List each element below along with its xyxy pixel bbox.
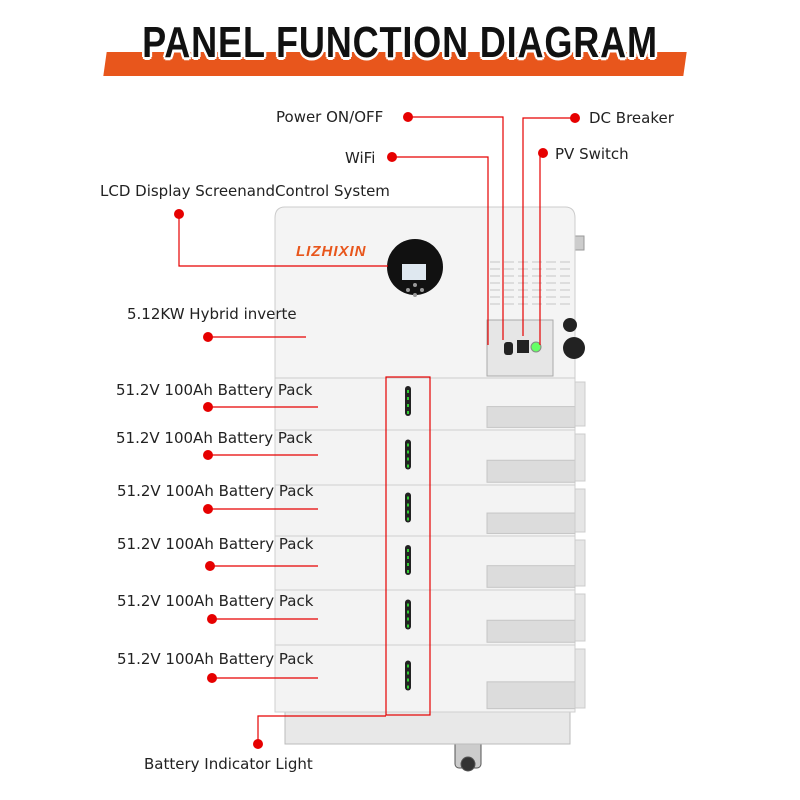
label-inverter: 5.12KW Hybrid inverte bbox=[127, 305, 297, 323]
battery-indicator-light bbox=[405, 545, 411, 575]
base-frame bbox=[284, 711, 571, 745]
label-battery-indicator: Battery Indicator Light bbox=[144, 755, 313, 773]
label-dc-breaker: DC Breaker bbox=[589, 109, 674, 127]
callout-lines bbox=[178, 116, 575, 744]
inverter-unit bbox=[274, 206, 585, 379]
pv-switch bbox=[530, 341, 542, 353]
label-wifi: WiFi bbox=[345, 149, 376, 167]
battery-indicator-light bbox=[405, 386, 411, 416]
battery-indicator-light bbox=[405, 660, 411, 691]
label-lcd: LCD Display ScreenandControl System bbox=[100, 182, 390, 200]
battery-module bbox=[274, 589, 586, 646]
power-switch bbox=[504, 342, 513, 355]
label-pv-switch: PV Switch bbox=[555, 145, 629, 163]
label-power: Power ON/OFF bbox=[276, 108, 384, 126]
battery-module bbox=[274, 535, 586, 591]
page-title: PANEL FUNCTION DIAGRAM bbox=[142, 18, 658, 67]
battery-module bbox=[274, 429, 586, 486]
label-battery-pack: 51.2V 100Ah Battery Pack bbox=[117, 592, 314, 610]
label-battery-pack: 51.2V 100Ah Battery Pack bbox=[117, 535, 314, 553]
battery-module bbox=[274, 377, 586, 431]
battery-indicator-box bbox=[385, 376, 431, 716]
battery-indicator-light bbox=[405, 492, 411, 523]
label-battery-pack: 51.2V 100Ah Battery Pack bbox=[116, 429, 313, 447]
label-battery-pack: 51.2V 100Ah Battery Pack bbox=[117, 650, 314, 668]
label-battery-pack: 51.2V 100Ah Battery Pack bbox=[116, 381, 313, 399]
dc-breaker bbox=[517, 340, 529, 353]
label-battery-pack: 51.2V 100Ah Battery Pack bbox=[117, 482, 314, 500]
battery-module bbox=[274, 644, 586, 713]
battery-indicator-light bbox=[405, 599, 411, 630]
battery-module bbox=[274, 484, 586, 537]
battery-indicator-light bbox=[405, 439, 411, 470]
battery-modules bbox=[274, 377, 586, 713]
callout-dots bbox=[174, 112, 580, 749]
brand-logo: LIZHIXIN bbox=[296, 243, 367, 260]
